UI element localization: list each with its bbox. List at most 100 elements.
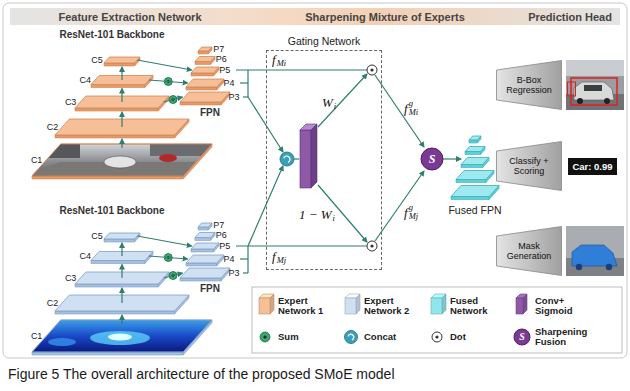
swatch-side — [442, 294, 446, 314]
legend-text: Conv+ Sigmoid — [535, 296, 597, 317]
conv-sigmoid-side — [311, 124, 317, 188]
math-subscript: Mi — [277, 58, 286, 67]
swatch-side — [270, 294, 274, 314]
fpn-layer — [191, 67, 219, 73]
node-text: Sharpening Mixture of Experts — [305, 11, 465, 23]
layer-label: C3 — [65, 274, 77, 283]
legend-key — [431, 294, 446, 314]
node-text: Fused FPN — [448, 204, 501, 216]
node-text: Feature Extraction Network — [58, 11, 201, 23]
bottom-up-arrow — [121, 89, 122, 103]
fpn-layer-edge — [195, 62, 211, 65]
legend-text: Dot — [450, 332, 512, 342]
legend-key — [259, 294, 274, 314]
feature-line — [243, 272, 248, 273]
section-header: Feature Extraction Network — [10, 8, 250, 25]
detection-box — [571, 78, 617, 105]
bottom-up-arrow — [121, 67, 122, 80]
network-title: ResNet-101 Backbone — [59, 206, 164, 216]
layer-label: P3 — [229, 93, 240, 102]
fpn-layer — [180, 268, 230, 278]
layer-label: C2 — [47, 299, 59, 308]
math-superscript: g — [409, 99, 413, 108]
backbone-layer-edge — [104, 239, 135, 242]
fpn-layer-edge — [186, 87, 217, 90]
swatch-side — [523, 294, 527, 314]
legend-swatch — [431, 298, 442, 314]
input-image-outline — [32, 144, 212, 176]
wheel — [577, 98, 583, 104]
car — [104, 156, 136, 168]
wheel — [604, 98, 610, 104]
heat-blob — [90, 331, 150, 345]
layer-label: C3 — [65, 98, 77, 107]
gating-network-parts — [280, 65, 443, 251]
wheel — [606, 264, 612, 270]
legend-swatch — [516, 298, 523, 314]
heat-blob — [108, 334, 132, 341]
layer-label: C1 — [31, 332, 43, 341]
expert-network-1 — [20, 47, 230, 179]
sharpening-fusion-symbol — [421, 148, 443, 170]
backbone-layer-edge — [75, 108, 158, 111]
fused-layer-edge — [461, 165, 483, 168]
concat-symbol — [280, 152, 294, 166]
layer-label: C4 — [80, 252, 92, 261]
heat-blob — [48, 338, 76, 346]
fused-layer — [451, 186, 499, 197]
car — [159, 154, 177, 162]
fpn-layer — [195, 57, 215, 62]
bottom-up-arrow — [121, 139, 122, 148]
feature-line — [240, 82, 248, 83]
fused-layer-edge — [469, 140, 477, 143]
node-text: Classify + Scoring — [501, 156, 557, 177]
fpn-layer-edge — [191, 73, 214, 76]
feature-line — [236, 245, 367, 246]
node-text: B-Box Regression — [501, 75, 557, 96]
input-image-layer-edge — [32, 352, 183, 355]
layer-label: P7 — [213, 221, 224, 230]
feature-line — [247, 70, 248, 97]
dot-symbol — [367, 241, 377, 251]
legend-text: Fused Network — [450, 296, 512, 317]
legend-swatch — [259, 298, 270, 314]
fpn-layer-edge — [186, 263, 217, 266]
legend-text: Expert Network 1 — [278, 296, 340, 317]
conv-sigmoid-block — [300, 130, 311, 188]
lateral-arrow — [137, 236, 191, 246]
head-trapezoid — [497, 61, 562, 110]
prediction-head: B-Box Regression — [496, 60, 562, 110]
layer-label: C4 — [80, 76, 92, 85]
math-subscript: Mj — [409, 212, 418, 221]
layer-label: C5 — [91, 232, 103, 241]
fused-layer-edge — [456, 180, 486, 183]
gating-network-box: Gating Network — [266, 50, 382, 270]
gated-feature-line — [375, 171, 424, 241]
concat-swirl — [348, 334, 354, 340]
input-image-detail — [20, 144, 230, 177]
building — [40, 144, 80, 158]
head-trapezoid — [497, 227, 562, 276]
layer-label: P4 — [223, 255, 234, 264]
feature-line — [240, 258, 248, 259]
backbone-layer — [104, 57, 140, 63]
car-mask — [572, 245, 617, 266]
wheel — [576, 264, 582, 270]
legend-text: Sum — [278, 332, 340, 342]
fused-layer — [461, 158, 489, 165]
expert-network-2 — [32, 223, 230, 355]
detection-image — [566, 60, 624, 110]
legend-key — [514, 329, 530, 345]
legend-key — [260, 332, 270, 342]
network-title: ResNet-101 Backbone — [59, 30, 164, 40]
score-tag: Car: 0.99 — [568, 158, 617, 175]
fpn-layer — [198, 47, 212, 51]
section-band — [10, 8, 620, 25]
legend-key — [345, 294, 360, 314]
backbone-layer — [104, 233, 140, 239]
fused-layer-edge — [465, 152, 481, 155]
layer-label: C5 — [91, 56, 103, 65]
math-subscript: Mj — [277, 256, 286, 265]
fused-fpn-box: Fused FPN — [445, 202, 505, 218]
network-title: FPN — [200, 284, 220, 294]
